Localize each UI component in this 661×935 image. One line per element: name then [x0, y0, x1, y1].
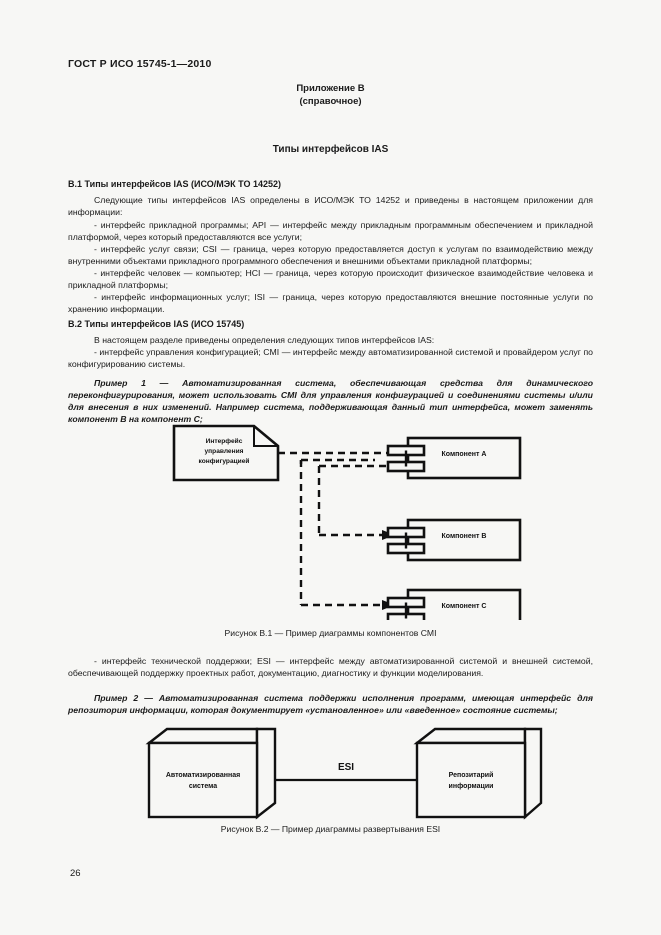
svg-text:система: система [189, 783, 217, 790]
figure-b2-diagram: Автоматизированная система ESI Репозитар… [145, 725, 545, 825]
svg-text:Компонент А: Компонент А [442, 451, 487, 458]
annex-title-text: Приложение В [296, 83, 365, 94]
svg-text:Репозитарий: Репозитарий [449, 771, 494, 779]
section-b2-intro: В настоящем разделе приведены определени… [94, 335, 435, 345]
section-b1-item-0: - интерфейс прикладной программы; API — … [68, 220, 593, 243]
standard-header: ГОСТ Р ИСО 15745-1—2010 [68, 58, 212, 70]
svg-text:Компонент В: Компонент В [442, 533, 487, 540]
svg-text:управления: управления [205, 448, 244, 455]
annex-subtitle: (справочное) [299, 96, 362, 107]
section-b2-item-1: - интерфейс технической поддержки; ESI —… [68, 656, 593, 679]
figure-b1-caption: Рисунок В.1 — Пример диаграммы компонент… [224, 628, 437, 638]
svg-text:Компонент С: Компонент С [442, 603, 487, 610]
section-b1-item-2: - интерфейс человек — компьютер; HCI — г… [68, 268, 593, 291]
section-b2-heading: В.2 Типы интерфейсов IAS (ИСО 15745) [68, 319, 245, 329]
section-b1-item-3: - интерфейс информационных услуг; ISI — … [68, 292, 593, 315]
section-b1-item-1: - интерфейс услуг связи; CSI — граница, … [68, 244, 593, 267]
svg-text:информации: информации [449, 783, 494, 790]
annex-title-line: Приложение В [0, 82, 661, 95]
section-b2-item-0: - интерфейс управления конфигурацией; CM… [68, 347, 593, 370]
section-b1-heading: В.1 Типы интерфейсов IAS (ИСО/МЭК ТО 142… [68, 179, 281, 189]
section-b1-intro: Следующие типы интерфейсов IAS определен… [68, 195, 593, 218]
page-number: 26 [70, 868, 81, 879]
example-1: Пример 1 — Автоматизированная система, о… [68, 378, 593, 425]
svg-text:Автоматизированная: Автоматизированная [166, 772, 240, 779]
annex-heading: Приложение В (справочное) [0, 82, 661, 108]
figure-b2-caption: Рисунок В.2 — Пример диаграммы развертыв… [220, 824, 441, 834]
example-2: Пример 2 — Автоматизированная система по… [68, 693, 593, 716]
svg-text:Интерфейс: Интерфейс [206, 437, 243, 445]
svg-text:конфигурацией: конфигурацией [199, 457, 250, 465]
page-title: Типы интерфейсов IAS [272, 144, 389, 155]
figure-b1-diagram: Интерфейс управления конфигурацией [170, 420, 530, 620]
svg-text:ESI: ESI [338, 762, 354, 773]
